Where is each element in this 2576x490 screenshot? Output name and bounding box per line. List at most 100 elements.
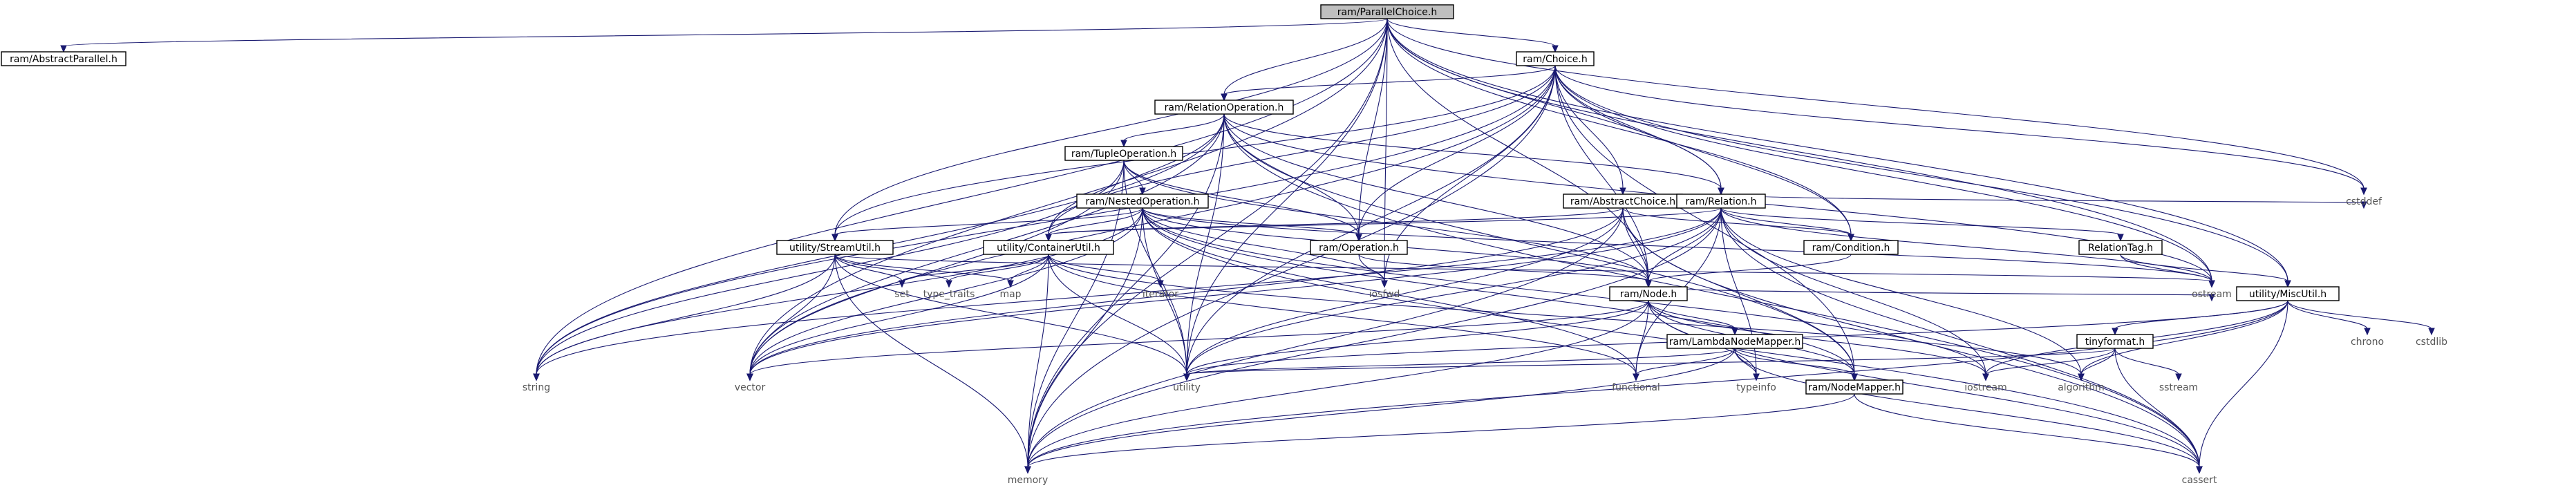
node-map: map xyxy=(999,289,1021,300)
edge-arrowhead xyxy=(2428,328,2435,336)
node-label: tinyformat.h xyxy=(2085,337,2145,348)
node-miscutil[interactable]: utility/MiscUtil.h xyxy=(2236,286,2340,301)
edge-arrowhead xyxy=(899,280,905,288)
edge-choice-to-relation xyxy=(1554,65,1724,196)
node-label: RelationTag.h xyxy=(2088,243,2153,254)
node-box xyxy=(1310,240,1408,255)
edge-abstractchoice-to-vector xyxy=(746,207,1624,381)
edge-containerutil-to-type_traits xyxy=(946,254,1049,288)
edge-streamutil-to-utility xyxy=(834,254,1190,381)
edge-arrowhead xyxy=(60,45,67,53)
node-label: utility/ContainerUtil.h xyxy=(997,243,1100,254)
node-label: string xyxy=(523,382,550,393)
edge-choice-to-streamutil xyxy=(831,65,1556,242)
node-lambdanodemapper[interactable]: ram/LambdaNodeMapper.h xyxy=(1666,334,1803,349)
edge-nestedoperation-to-operation xyxy=(1142,207,1362,242)
node-node[interactable]: ram/Node.h xyxy=(1609,286,1688,301)
node-label: utility xyxy=(1173,382,1201,393)
edge-parallelchoice-to-utility xyxy=(1183,18,1388,381)
node-cassert: cassert xyxy=(2182,475,2217,486)
node-tupleoperation[interactable]: ram/TupleOperation.h xyxy=(1064,146,1183,161)
edge-choice-to-vector xyxy=(746,65,1556,381)
edge-arrowhead xyxy=(1355,234,1362,242)
node-relation[interactable]: ram/Relation.h xyxy=(1676,194,1766,209)
edge-arrowhead xyxy=(2360,201,2367,209)
node-label: functional xyxy=(1612,382,1660,393)
node-nestedoperation[interactable]: ram/NestedOperation.h xyxy=(1076,194,1209,209)
node-cstdlib: cstdlib xyxy=(2416,337,2447,348)
edge-arrowhead xyxy=(1753,373,1760,381)
node-label: ostream xyxy=(2192,289,2232,300)
node-label: ram/RelationOperation.h xyxy=(1165,102,1284,113)
node-containerutil[interactable]: utility/ContainerUtil.h xyxy=(983,240,1114,255)
edge-arrowhead xyxy=(1645,280,1652,288)
edge-tinyformat-to-sstream xyxy=(2114,348,2182,381)
node-label: cassert xyxy=(2182,475,2217,486)
node-label: cstdlib xyxy=(2416,337,2447,348)
node-choice[interactable]: ram/Choice.h xyxy=(1516,51,1595,66)
node-label: ram/Condition.h xyxy=(1812,243,1890,254)
edge-miscutil-to-cstdlib xyxy=(2287,300,2435,336)
edge-nestedoperation-to-streamutil xyxy=(831,207,1143,242)
edge-lambdanodemapper-to-utility xyxy=(1183,348,1736,381)
edge-arrowhead xyxy=(946,280,952,288)
node-box xyxy=(983,240,1114,255)
edge-arrowhead xyxy=(1848,234,1854,242)
edge-arrowhead xyxy=(1007,280,1014,288)
edge-parallelchoice-to-relationoperation xyxy=(1221,18,1388,102)
node-label: sstream xyxy=(2159,382,2198,393)
edge-arrowhead xyxy=(1633,373,1639,381)
node-box xyxy=(776,240,894,255)
node-streamutil[interactable]: utility/StreamUtil.h xyxy=(776,240,894,255)
node-tinyformat[interactable]: tinyformat.h xyxy=(2076,334,2154,349)
node-abstractchoice[interactable]: ram/AbstractChoice.h xyxy=(1563,194,1683,209)
edge-nodemapper-to-memory xyxy=(1024,393,1855,474)
node-vector: vector xyxy=(735,382,766,393)
node-label: iterator xyxy=(1143,289,1178,300)
edge-arrowhead xyxy=(2208,294,2215,302)
edge-relation-to-iostream xyxy=(1720,207,1989,381)
node-box xyxy=(1516,51,1595,66)
edge-relationoperation-to-relation xyxy=(1223,113,1724,196)
edge-containerutil-to-set xyxy=(899,254,1049,288)
node-label: algorithm xyxy=(2058,382,2105,393)
node-condition[interactable]: ram/Condition.h xyxy=(1803,240,1899,255)
edge-arrowhead xyxy=(1045,234,1052,242)
node-label: ram/NodeMapper.h xyxy=(1808,382,1901,393)
edge-arrowhead xyxy=(1731,328,1738,336)
edge-streamutil-to-string xyxy=(533,254,836,381)
node-iterator: iterator xyxy=(1143,289,1178,300)
edge-nestedoperation-to-ostream xyxy=(1142,207,2215,288)
edge-relationoperation-to-containerutil xyxy=(1045,113,1225,242)
edge-tinyformat-to-cassert xyxy=(2114,348,2203,474)
node-label: ram/TupleOperation.h xyxy=(1071,149,1176,160)
node-label: ram/LambdaNodeMapper.h xyxy=(1669,337,1801,348)
edge-arrowhead xyxy=(1718,187,1724,196)
node-box xyxy=(1609,286,1688,301)
node-label: utility/StreamUtil.h xyxy=(789,243,881,254)
node-memory: memory xyxy=(1008,475,1049,486)
edge-lambdanodemapper-to-cassert xyxy=(1734,348,2203,474)
edge-containerutil-to-map xyxy=(1007,254,1049,288)
node-box xyxy=(1,51,126,66)
node-set: set xyxy=(894,289,910,300)
edge-parallelchoice-to-relation xyxy=(1386,18,1724,196)
edge-node-to-memory xyxy=(1024,300,1649,474)
node-nodemapper[interactable]: ram/NodeMapper.h xyxy=(1805,379,1903,395)
node-box xyxy=(1154,100,1294,115)
node-operation[interactable]: ram/Operation.h xyxy=(1310,240,1408,255)
edge-relationtag-to-miscutil xyxy=(2120,254,2291,288)
node-label: cstddef xyxy=(2346,196,2382,207)
nodes-layer: ram/ParallelChoice.h ram/AbstractParallel… xyxy=(1,4,2447,486)
edge-relationtag-to-ostream xyxy=(2120,254,2215,288)
edge-arrowhead xyxy=(2360,187,2367,196)
node-parallelchoice[interactable]: ram/ParallelChoice.h xyxy=(1320,4,1454,19)
node-relationtag[interactable]: RelationTag.h xyxy=(2078,240,2163,255)
edge-streamutil-to-map xyxy=(834,254,1014,288)
edge-arrowhead xyxy=(746,373,753,381)
node-label: ram/Node.h xyxy=(1620,289,1677,300)
node-abstractparallel[interactable]: ram/AbstractParallel.h xyxy=(1,51,126,66)
edge-arrowhead xyxy=(1851,373,1858,381)
node-relationoperation[interactable]: ram/RelationOperation.h xyxy=(1154,100,1294,115)
